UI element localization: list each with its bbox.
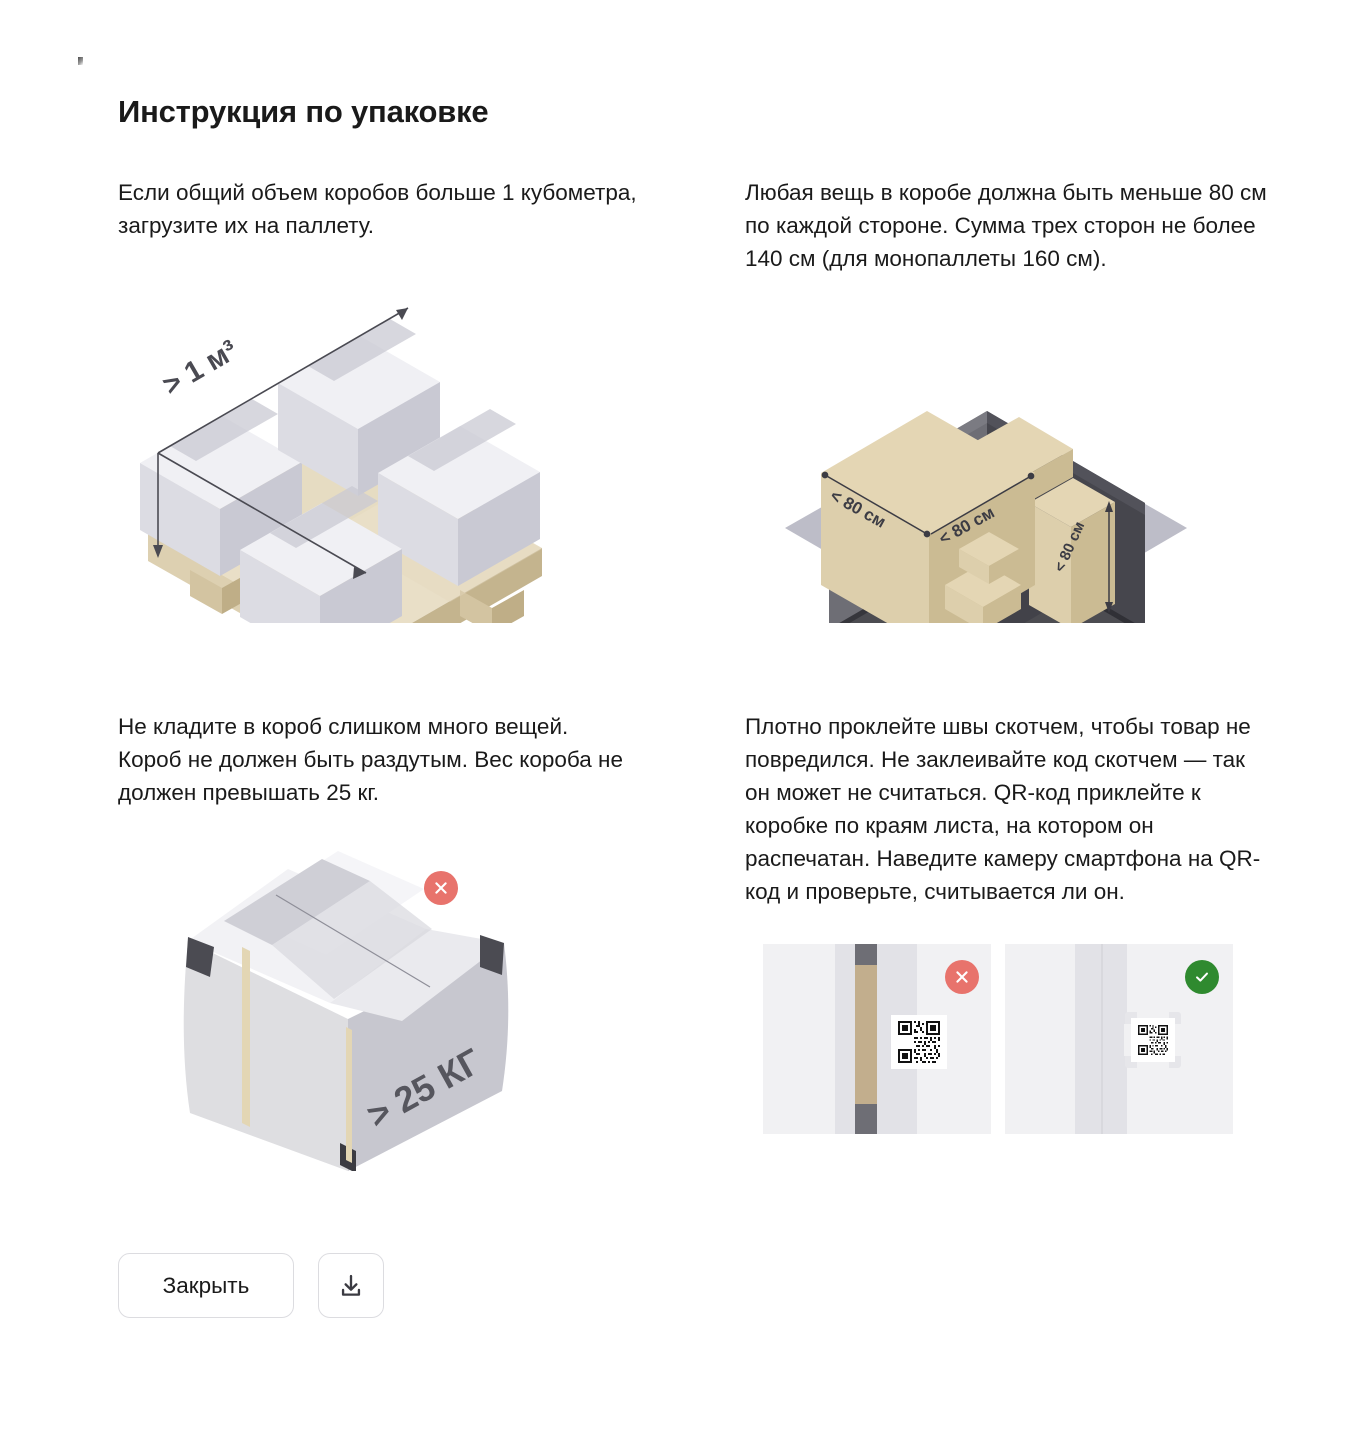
instruction-text-tape-qr: Плотно проклейте швы скотчем, чтобы това… <box>745 714 1261 904</box>
pallet-box-back-left <box>140 399 302 576</box>
pallet-box-front-right <box>378 409 540 586</box>
qr-example-good <box>1005 944 1233 1134</box>
panel-bg-left <box>763 944 835 1134</box>
tape-strip <box>855 944 877 1134</box>
box-dimensions-illustration: < 80 см < 80 см < 80 см <box>767 323 1270 721</box>
room-box-svg: < 80 см < 80 см < 80 см <box>785 411 1187 721</box>
instruction-text-weight: Не кладите в короб слишком много вещей. … <box>118 714 623 805</box>
heavy-box-svg: > 25 КГ <box>183 851 509 1173</box>
dimension-lines <box>821 471 1113 613</box>
status-badge-success <box>1185 960 1219 994</box>
page-title: Инструкция по упаковке <box>118 94 489 129</box>
instruction-text-pallet: Если общий объем коробов больше 1 кубоме… <box>118 180 637 238</box>
instruction-cell-weight: Не кладите в короб слишком много вещей. … <box>118 710 638 1176</box>
box-seam-line <box>275 894 431 988</box>
close-icon <box>435 882 447 894</box>
qr-code-icon <box>1138 1025 1168 1055</box>
corner-speck-artifact <box>78 57 83 65</box>
qr-frame <box>1124 1011 1182 1069</box>
qr-sheet <box>1131 1018 1175 1062</box>
qr-placement-examples <box>763 944 1270 1134</box>
instruction-cell-dimensions: Любая вещь в коробе должна быть меньше 8… <box>745 176 1270 721</box>
qr-sheet <box>891 1015 947 1069</box>
seam-line <box>1101 944 1103 1134</box>
overstuffed-box-illustration: > 25 КГ <box>180 851 638 1176</box>
volume-label: > 1 м³ <box>158 334 244 402</box>
qr-code-icon <box>898 1021 940 1063</box>
volume-label-text: > 1 м³ <box>158 334 244 402</box>
carton-steps-front <box>945 532 1021 631</box>
instruction-cell-pallet: Если общий объем коробов больше 1 кубоме… <box>118 176 638 702</box>
close-button[interactable]: Закрыть <box>118 1253 294 1318</box>
instruction-text-dimensions: Любая вещь в коробе должна быть меньше 8… <box>745 180 1267 271</box>
footer-actions: Закрыть <box>118 1253 384 1318</box>
status-badge-error <box>945 960 979 994</box>
download-icon <box>341 1274 361 1296</box>
volume-measure-arrows <box>153 307 409 579</box>
box-flaps <box>188 851 504 1021</box>
box-left-face <box>183 941 348 1171</box>
tape-cap-top <box>855 944 877 965</box>
qr-example-bad <box>763 944 991 1134</box>
tape-cap-bottom <box>855 1104 877 1134</box>
pallet-svg: > 1 м³ <box>140 307 542 702</box>
instruction-cell-tape-qr: Плотно проклейте швы скотчем, чтобы това… <box>745 710 1270 1134</box>
box-edge-marks <box>186 935 504 1173</box>
panel-bg-left <box>1005 944 1075 1134</box>
pallet-with-boxes-illustration: > 1 м³ <box>130 278 638 702</box>
carton-tall-right <box>1029 478 1115 629</box>
status-badge-error <box>424 871 458 905</box>
check-icon <box>1196 972 1208 982</box>
download-button[interactable] <box>318 1253 384 1318</box>
pallet-box-back-right <box>278 319 440 496</box>
close-icon <box>956 971 968 983</box>
